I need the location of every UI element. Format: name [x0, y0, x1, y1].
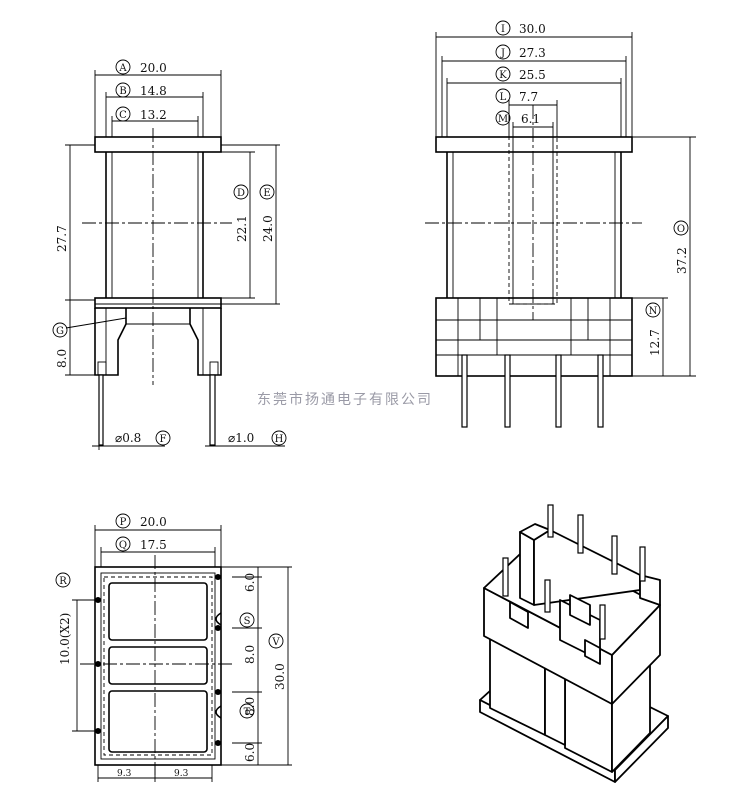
dim-value-K: 25.5: [519, 68, 546, 82]
dim-letter-K: K: [499, 70, 507, 81]
dim-value-Hpin: ⌀1.0: [228, 431, 254, 445]
dim-letter-Hpin: H: [275, 434, 284, 445]
dim-value-s4: 6.0: [243, 743, 257, 762]
front-base-top: [94, 297, 222, 309]
dim-value-I: 30.0: [519, 22, 546, 36]
dim-letter-R: R: [59, 576, 67, 587]
dim-value-s2: 8.0: [243, 645, 257, 664]
isometric-view: [479, 504, 669, 783]
pin-dot-right-1: [215, 574, 221, 580]
dim-letter-G: G: [56, 326, 64, 337]
dim-value-s3: 8.0: [243, 697, 257, 716]
dim-value-A: 20.0: [140, 61, 167, 75]
front-pin-left: [98, 374, 104, 446]
dim-value-s1: 6.0: [243, 573, 257, 592]
dim-letter-S: S: [244, 616, 251, 627]
dim-value-G: 8.0: [55, 349, 69, 368]
dim-value-O: 37.2: [675, 247, 689, 274]
dim-letter-J: J: [500, 48, 505, 59]
dim-letter-Q: Q: [119, 540, 127, 551]
dim-value-M: 6.1: [521, 112, 540, 126]
dim-value-front-height: 27.7: [55, 225, 69, 252]
side-pin-3: [555, 354, 562, 428]
dim-letter-F: F: [160, 434, 167, 445]
dim-value-F: ⌀0.8: [115, 431, 141, 445]
dim-letter-V: V: [271, 637, 280, 648]
bottom-view: P 20.0 Q 17.5 R 10.0(X2) 6.0 8.0 8.0 6.0…: [55, 513, 292, 782]
pin-dot-left-1: [95, 597, 101, 603]
iso-pin-6: [544, 579, 551, 613]
dim-value-b1: 9.3: [117, 769, 132, 779]
iso-pin-4: [611, 535, 618, 575]
dim-letter-O: O: [677, 224, 685, 235]
dim-letter-D: D: [237, 188, 245, 199]
dim-value-C: 13.2: [140, 108, 167, 122]
dim-value-R: 10.0(X2): [58, 613, 72, 665]
pin-dot-right-2: [215, 625, 221, 631]
front-pin-right: [209, 374, 216, 446]
dim-value-L: 7.7: [519, 90, 538, 104]
dim-letter-T: T: [244, 707, 251, 718]
dim-letter-E: E: [263, 188, 270, 199]
iso-pin-2: [547, 504, 554, 538]
dim-letter-L: L: [500, 92, 507, 103]
iso-pin-5: [639, 546, 646, 582]
dim-value-V: 30.0: [273, 663, 287, 690]
dim-value-J: 27.3: [519, 46, 546, 60]
dim-value-P: 20.0: [140, 515, 167, 529]
dim-value-E: 24.0: [261, 215, 275, 242]
dim-value-Q: 17.5: [140, 538, 167, 552]
iso-pin-1: [502, 557, 509, 597]
front-view: A 20.0 B 14.8 C 13.2 27.7 G 8.0 D: [52, 59, 287, 450]
dim-value-D: 22.1: [235, 215, 249, 242]
dim-letter-I: I: [501, 24, 505, 35]
dim-value-b2: 9.3: [174, 769, 189, 779]
pin-dot-left-3: [95, 728, 101, 734]
side-pin-2: [504, 354, 511, 428]
dim-letter-M: M: [498, 114, 508, 125]
dim-letter-P: P: [120, 517, 127, 528]
front-top-flange: [94, 136, 222, 153]
side-top-flange: [435, 136, 633, 153]
side-view: I 30.0 J 27.3 K 25.5 L 7.7 M 6.1: [425, 20, 696, 428]
pin-dot-right-3: [215, 689, 221, 695]
side-pin-4: [597, 354, 604, 428]
dim-value-B: 14.8: [140, 84, 167, 98]
side-pin-1: [461, 354, 468, 428]
company-watermark: 东莞市扬通电子有限公司: [257, 391, 433, 408]
dim-letter-C: C: [119, 110, 127, 121]
iso-pin-3: [577, 514, 584, 554]
pin-dot-right-4: [215, 740, 221, 746]
side-base: [435, 297, 633, 377]
dim-letter-N: N: [649, 306, 658, 317]
dim-value-N: 12.7: [648, 329, 662, 356]
dim-letter-B: B: [119, 86, 126, 97]
iso-pin-7: [599, 604, 606, 640]
bottom-outer: [94, 566, 222, 766]
dim-letter-A: A: [118, 63, 127, 74]
